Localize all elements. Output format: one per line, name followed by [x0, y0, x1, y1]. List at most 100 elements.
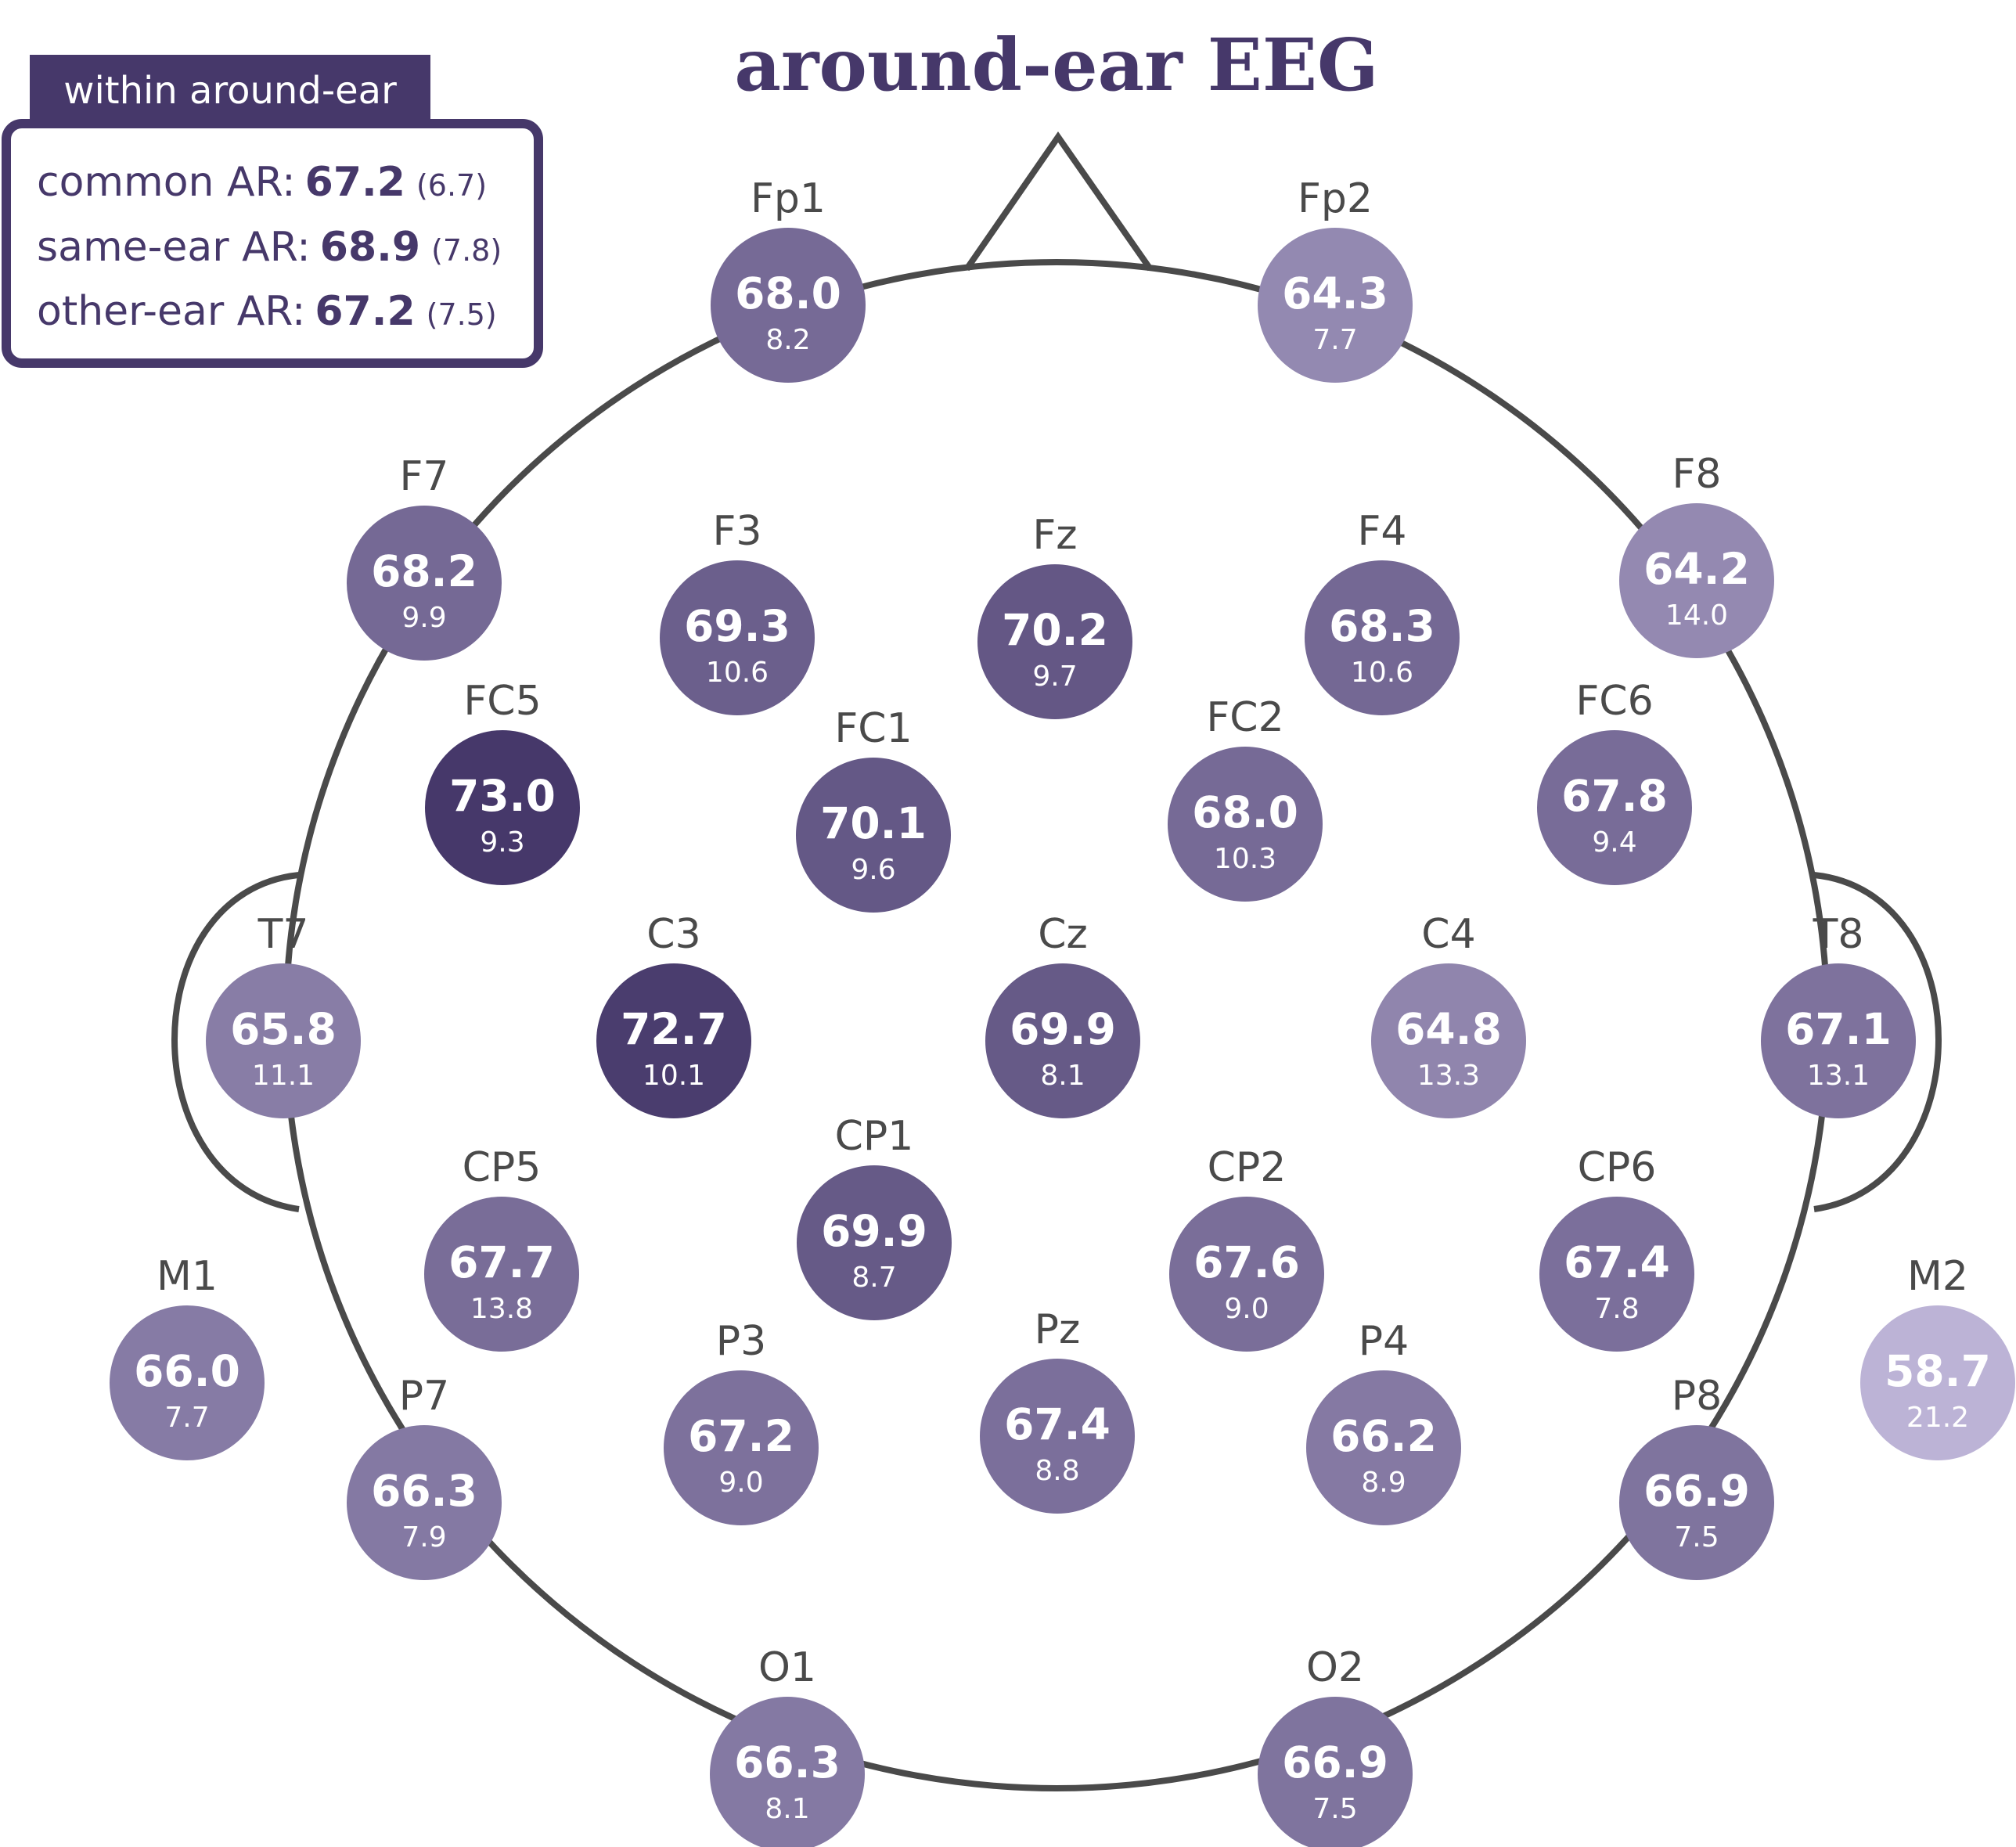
electrode-sd: 8.1 [1040, 1060, 1085, 1092]
electrode-circle [660, 560, 815, 715]
electrode-label: F4 [1358, 508, 1407, 555]
electrode-sd: 9.9 [401, 602, 446, 634]
electrode-circle [347, 1425, 502, 1580]
electrode-value: 66.0 [134, 1346, 240, 1396]
electrode-sd: 14.0 [1665, 599, 1728, 632]
electrode-label: P7 [399, 1373, 449, 1420]
electrode-sd: 10.1 [643, 1060, 705, 1092]
electrode-value: 69.3 [684, 601, 790, 651]
electrode-label: F8 [1672, 451, 1722, 498]
electrode-sd: 9.3 [480, 826, 524, 859]
electrode-value: 70.1 [820, 798, 927, 848]
electrode-value: 67.1 [1785, 1004, 1892, 1054]
electrode-sd: 9.4 [1592, 826, 1636, 859]
electrode-circle [110, 1305, 265, 1460]
legend-label: other-ear AR: [37, 288, 305, 335]
electrode-value: 66.3 [734, 1737, 841, 1788]
electrode-value: 64.3 [1282, 268, 1388, 319]
electrode-label: M2 [1907, 1253, 1968, 1300]
electrode-value: 64.8 [1395, 1004, 1502, 1054]
electrode-value: 69.9 [821, 1206, 927, 1256]
electrode-sd: 7.7 [1312, 324, 1357, 356]
electrode-sd: 21.2 [1906, 1402, 1969, 1434]
legend-title-tab [30, 55, 430, 127]
electrode-f3: F3 69.3 10.6 [660, 508, 815, 715]
diagram-title: around-ear EEG [734, 23, 1378, 107]
right-ear [1813, 872, 1942, 1212]
electrode-sd: 9.6 [851, 854, 895, 886]
electrode-value: 66.9 [1643, 1466, 1750, 1516]
electrode-label: Fz [1032, 512, 1077, 559]
electrode-circle [797, 1165, 952, 1320]
electrode-sd: 7.8 [1594, 1293, 1639, 1325]
electrode-value: 58.7 [1885, 1346, 1991, 1396]
electrode-value: 67.2 [688, 1411, 794, 1461]
electrode-sd: 8.9 [1361, 1467, 1406, 1499]
electrode-circle [347, 506, 502, 661]
electrode-label: FC6 [1575, 678, 1653, 725]
electrode-circle [1305, 560, 1460, 715]
electrode-m2: M2 58.7 21.2 [1860, 1253, 2015, 1460]
electrode-circle [1539, 1197, 1694, 1352]
electrode-sd: 7.5 [1674, 1521, 1719, 1554]
legend-sd: (7.5) [427, 297, 497, 332]
electrode-value: 66.2 [1330, 1411, 1437, 1461]
electrode-circle [1860, 1305, 2015, 1460]
electrode-sd: 9.7 [1032, 661, 1077, 693]
electrode-label: FC1 [834, 705, 912, 752]
electrode-label: P8 [1672, 1373, 1722, 1420]
electrode-label: CP1 [835, 1113, 914, 1160]
electrode-circle [711, 228, 866, 383]
electrode-sd: 13.1 [1807, 1060, 1870, 1092]
electrode-label: Cz [1038, 911, 1088, 958]
electrode-sd: 9.0 [1224, 1293, 1269, 1325]
electrode-circle [1258, 228, 1413, 383]
legend-value: 67.2 [315, 288, 415, 335]
electrode-sd: 10.6 [706, 657, 769, 689]
electrode-circle [977, 564, 1132, 719]
electrode-circle [1306, 1370, 1461, 1525]
electrode-circle [1258, 1697, 1413, 1847]
electrode-label: O1 [758, 1644, 816, 1691]
legend-sd: (6.7) [416, 168, 487, 203]
electrode-value: 66.9 [1282, 1737, 1388, 1788]
electrode-value: 69.9 [1010, 1004, 1116, 1054]
electrode-circle [710, 1697, 865, 1847]
electrode-circle [425, 730, 580, 885]
electrode-label: CP6 [1578, 1144, 1657, 1191]
electrode-sd: 8.2 [765, 324, 810, 356]
electrode-circle [424, 1197, 579, 1352]
electrode-circle [980, 1359, 1135, 1514]
electrode-sd: 11.1 [252, 1060, 315, 1092]
electrode-sd: 8.8 [1035, 1455, 1079, 1487]
electrode-circle [1537, 730, 1692, 885]
electrode-label: F3 [713, 508, 762, 555]
electrode-sd: 10.3 [1214, 843, 1276, 875]
electrode-label: Fp1 [751, 175, 826, 222]
electrode-label: FC2 [1206, 694, 1283, 741]
electrode-value: 68.2 [371, 546, 477, 596]
electrode-label: C4 [1421, 911, 1475, 958]
electrode-circle [1169, 1197, 1324, 1352]
electrode-circle [1619, 1425, 1774, 1580]
electrode-p8: P8 66.9 7.5 [1619, 1373, 1774, 1580]
electrode-sd: 7.9 [401, 1521, 446, 1554]
electrode-label: T7 [257, 911, 309, 958]
electrode-sd: 13.8 [470, 1293, 533, 1325]
